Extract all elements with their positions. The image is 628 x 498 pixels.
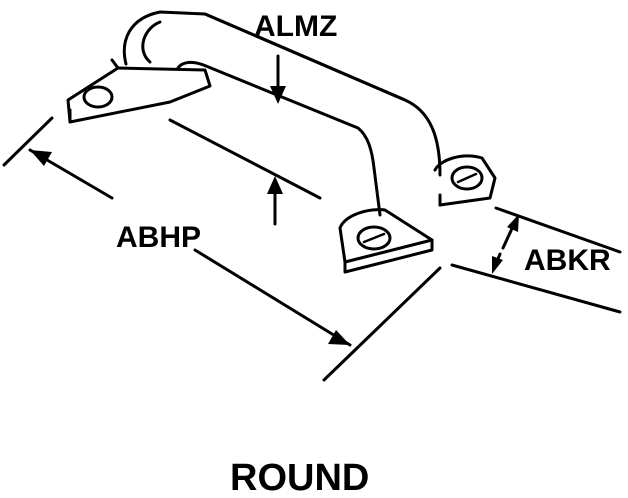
screw-hole-left: [82, 85, 114, 109]
screw-hole-right-front: [356, 225, 392, 251]
dimension-almz: [168, 12, 407, 226]
label-almz: ALMZ: [254, 10, 337, 43]
label-abhp: ABHP: [116, 221, 201, 254]
diagram-caption: ROUND: [230, 457, 369, 498]
screw-hole-right-rear: [450, 165, 484, 191]
dimension-abhp: [2, 116, 442, 382]
dimension-abkr: [450, 206, 622, 314]
label-abkr: ABKR: [524, 244, 611, 277]
